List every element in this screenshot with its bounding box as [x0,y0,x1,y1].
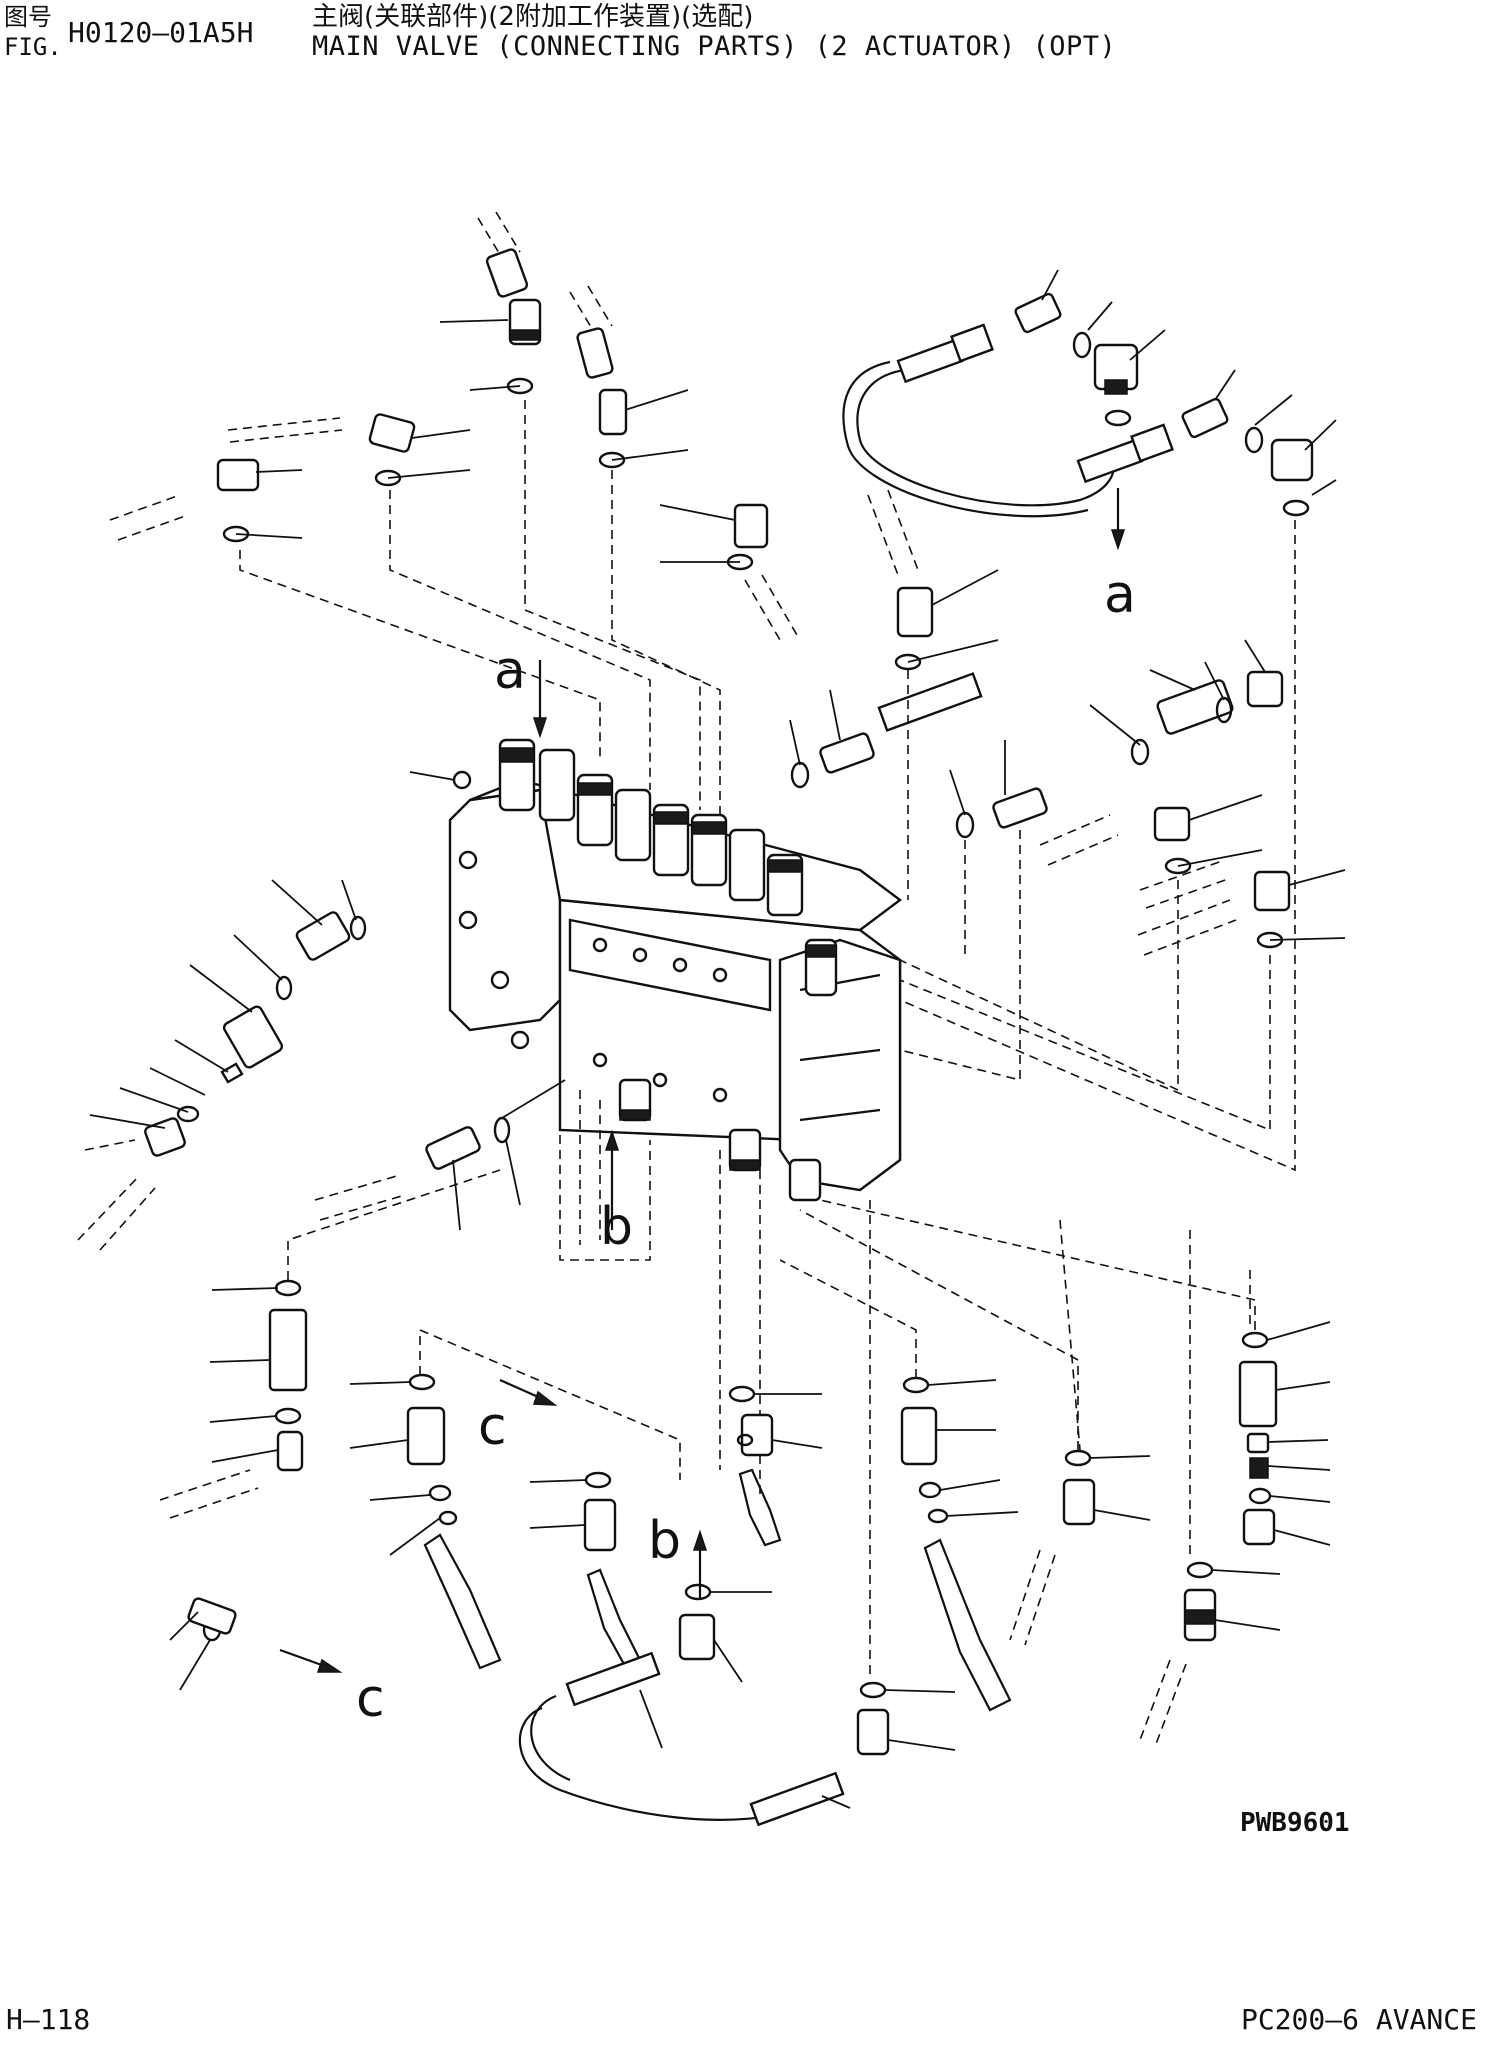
upper-left-fittings [109,211,798,641]
left-side-fittings [77,770,472,1251]
callout-c-center: c [478,1397,507,1457]
callout-b-lower: b [648,1511,681,1571]
figure-label-chinese: 图号 [4,3,52,31]
title-chinese: 主阀(关联部件)(2附加工作装置)(选配) [312,2,754,32]
figure-label-english: FIG. [4,33,62,61]
callout-arrows [279,488,1126,1673]
callout-c-lower-left: c [356,1669,385,1729]
upper-right-fittings [1014,269,1337,517]
title-english: MAIN VALVE (CONNECTING PARTS) (2 ACTUATO… [312,31,1117,62]
right-middle-fittings [789,489,1346,956]
lower-middle-fittings [518,1150,956,1827]
callout-a-left: a [494,641,526,701]
connection-lines [239,400,1296,1480]
far-right-fittings [1139,1321,1331,1745]
lower-right-fittings [728,1219,1251,1712]
drawing-number: PWB9601 [1240,1808,1350,1838]
model-name: PC200—6 AVANCE [1240,2003,1477,2036]
pilot-hose-upper [842,323,1174,518]
center-lower-fittings [314,1079,651,1261]
lower-left-fittings [159,1279,502,1691]
figure-number: H0120—01A5H [68,16,254,49]
main-valve-body [448,738,902,1202]
callout-b-center: b [600,1197,633,1257]
page-number: H—118 [6,2003,91,2036]
callout-a-upper-right: a [1104,565,1136,625]
